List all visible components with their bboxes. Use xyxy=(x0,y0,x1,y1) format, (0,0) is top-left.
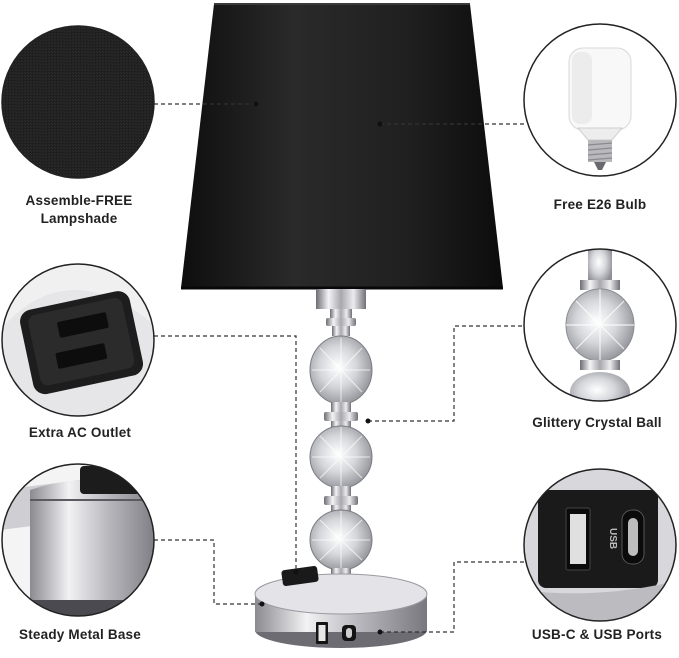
base-switch-detail xyxy=(80,466,140,494)
base-detail-circle xyxy=(1,463,155,617)
caption-base: Steady Metal Base xyxy=(19,627,141,642)
base-switch xyxy=(281,565,319,587)
connector-crystal xyxy=(368,325,524,422)
lampshade xyxy=(181,4,503,288)
outlet-detail-circle xyxy=(1,263,155,417)
connector-base xyxy=(154,539,262,605)
caption-ports: USB-C & USB Ports xyxy=(531,627,663,642)
crystal-detail-circle xyxy=(523,248,677,402)
connector-outlet xyxy=(154,335,297,572)
connector-lines xyxy=(154,101,524,635)
caption-outlet: Extra AC Outlet xyxy=(28,425,132,440)
caption-bulb: Free E26 Bulb xyxy=(553,197,647,212)
caption-crystal: Glittery Crystal Ball xyxy=(532,415,662,430)
ports-detail-circle: USB xyxy=(523,468,677,622)
caption-lampshade: Assemble-FREE Lampshade xyxy=(25,193,133,226)
usb-port-label: USB xyxy=(607,528,618,549)
lampshade-detail-circle xyxy=(1,25,155,179)
connector-ports xyxy=(380,561,524,633)
lamp xyxy=(181,3,503,648)
chrome-neck xyxy=(316,289,366,309)
bulb-detail-circle xyxy=(523,23,677,177)
